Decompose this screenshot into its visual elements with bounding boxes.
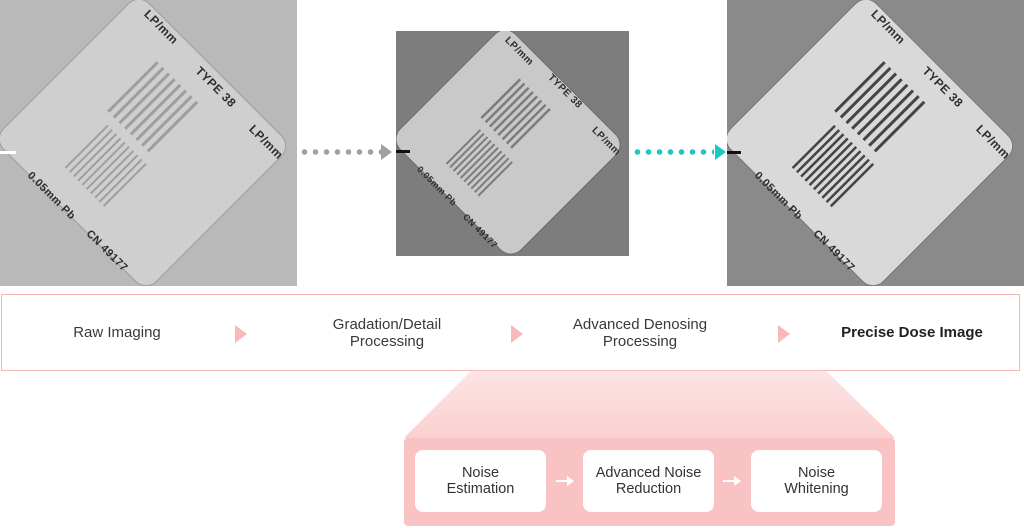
- test-pattern-plate: [0, 0, 291, 286]
- advanced-noise-reduction-box: Advanced Noise Reduction: [583, 450, 714, 512]
- marker-line: [727, 151, 741, 154]
- process-strip: Raw Imaging Gradation/Detail Processing …: [1, 294, 1020, 371]
- line-pair-bars: [445, 78, 551, 197]
- arrowhead-icon: [715, 144, 726, 160]
- step-arrow-icon: [235, 325, 247, 343]
- marker-line: [396, 150, 410, 153]
- final-image-panel: LP/mm TYPE 38 LP/mm 0.05mm Pb CN 49177: [727, 0, 1024, 286]
- step-arrow-icon: [778, 325, 790, 343]
- raw-image-panel: LP/mm TYPE 38 LP/mm 0.05mm Pb CN 49177: [0, 0, 297, 286]
- step-raw-imaging: Raw Imaging: [73, 324, 161, 341]
- noise-estimation-box: Noise Estimation: [415, 450, 546, 512]
- denoising-detail-box: Noise Estimation Advanced Noise Reductio…: [404, 438, 895, 526]
- arrowhead-icon: [381, 144, 392, 160]
- line-pair-bars: [64, 61, 199, 207]
- step-advanced-denoising: Advanced Denosing Processing: [572, 315, 708, 350]
- step-arrow-icon: [511, 325, 523, 343]
- step-precise-dose-image: Precise Dose Image: [841, 324, 983, 341]
- test-pattern-plate: [396, 31, 626, 256]
- dotted-line: [632, 149, 714, 155]
- step-gradation-detail: Gradation/Detail Processing: [332, 315, 442, 350]
- test-pattern-plate: [727, 0, 1018, 286]
- line-pair-bars: [791, 61, 926, 208]
- dotted-line: [299, 149, 381, 155]
- noise-whitening-box: Noise Whitening: [751, 450, 882, 512]
- marker-line: [0, 151, 16, 154]
- processed-image-panel: TYPE 38 LP/mm LP/mm 0.05mm Pb CN 49177: [396, 31, 629, 256]
